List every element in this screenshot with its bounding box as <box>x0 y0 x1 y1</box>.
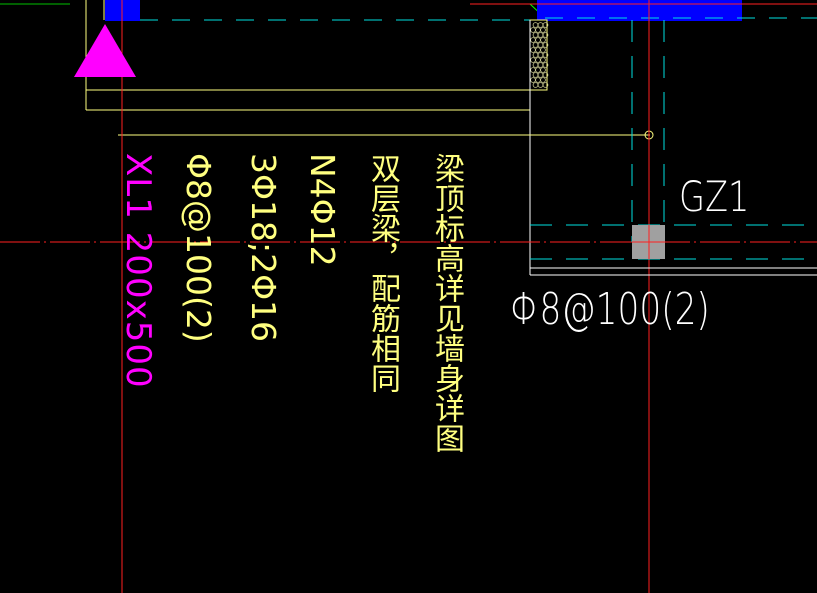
stirrup-label[interactable]: Φ8@100(2) <box>179 153 218 343</box>
elevation-marker-icon[interactable] <box>74 24 136 77</box>
main-bars-label[interactable]: 3Φ18;2Φ16 <box>244 153 283 343</box>
column-stirrup-label[interactable]: Φ8@100(2) <box>510 284 710 335</box>
column-gz1-label[interactable]: GZ1 <box>679 172 750 221</box>
insulation-strip <box>529 19 548 91</box>
side-bars-label[interactable]: N4Φ12 <box>303 153 342 267</box>
blue-fill-right <box>537 0 742 21</box>
double-beam-note[interactable]: 双层梁，配筋相同 <box>365 153 400 393</box>
beam-id-label[interactable]: XL1 200x500 <box>118 153 158 389</box>
insulation-hatch <box>530 22 549 88</box>
top-elevation-note[interactable]: 梁顶标高详见墙身详图 <box>429 153 464 453</box>
